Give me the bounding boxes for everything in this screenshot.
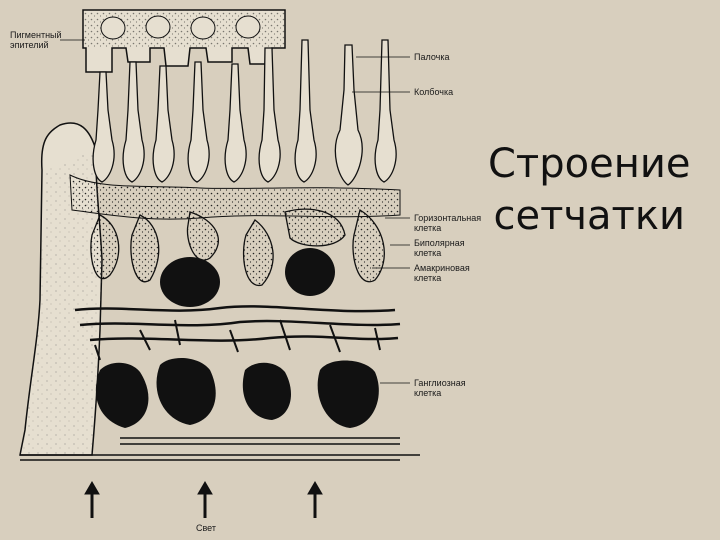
label-leaders xyxy=(60,39,410,384)
bipolar-cells xyxy=(90,208,385,286)
pigment-epithelium-label: Пигментный эпителий xyxy=(10,30,62,50)
amacrine-cell-label: Амакриновая клетка xyxy=(414,263,470,283)
nerve-fiber-layer xyxy=(20,437,420,461)
amacrine-cells xyxy=(160,248,335,307)
slide-title-line2: сетчатки xyxy=(493,193,685,239)
light-arrows xyxy=(84,481,323,518)
light-label: Свет xyxy=(196,523,217,533)
slide-title: Строение сетчатки xyxy=(488,138,690,242)
slide-title-line1: Строение xyxy=(488,141,691,187)
pigment-epithelium xyxy=(82,9,286,73)
ganglion-cell-label: Ганглиозная клетка xyxy=(414,378,466,398)
horizontal-cell-label: Горизонтальная клетка xyxy=(414,213,482,233)
inner-plexiform-layer xyxy=(74,305,401,342)
outer-nuclear-layer xyxy=(69,174,401,220)
bipolar-cell-label: Биполярная клетка xyxy=(414,238,465,258)
cone-label: Колбочка xyxy=(414,87,454,97)
rod-label: Палочка xyxy=(414,52,450,62)
ganglion-cells xyxy=(95,358,379,428)
photoreceptors xyxy=(92,39,397,186)
